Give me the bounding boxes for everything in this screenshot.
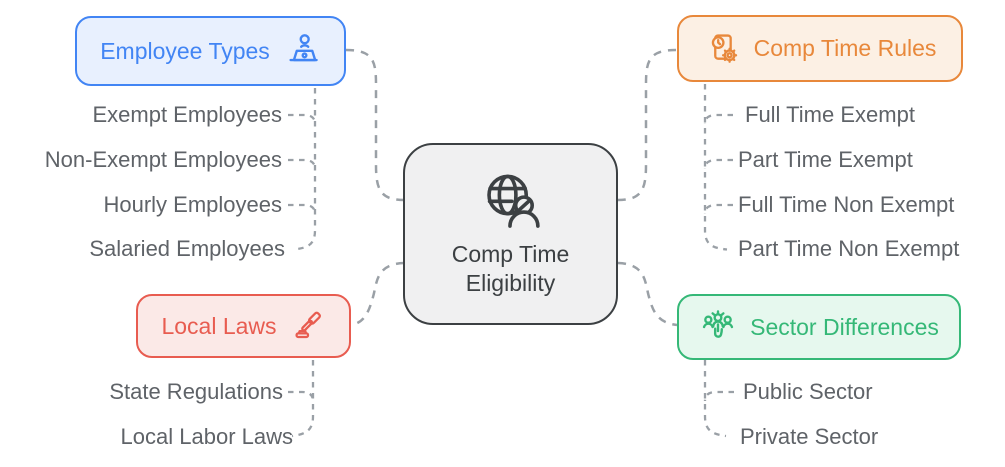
- gavel-icon: [290, 308, 326, 344]
- child-label-local-labor-laws[interactable]: Local Labor Laws: [120, 424, 293, 449]
- connector-comp-time-rules-children: [703, 84, 728, 251]
- stub-state-regulations: [288, 390, 315, 402]
- connector-center-sector-differences: [617, 261, 678, 327]
- connector-local-laws-children: [291, 360, 315, 438]
- branch-node-sector-differences[interactable]: Sector Differences: [677, 294, 961, 360]
- branch-label-comp-time-rules: Comp Time Rules: [753, 35, 937, 61]
- child-label-part-time-non-exempt[interactable]: Part Time Non Exempt: [738, 236, 960, 261]
- child-label-private-sector[interactable]: Private Sector: [740, 424, 879, 449]
- connector-employee-types-children: [292, 88, 317, 251]
- stub-part-time-exempt: [703, 158, 733, 170]
- branch-label-sector-differences: Sector Differences: [750, 313, 939, 340]
- stub-exempt-employees: [288, 113, 317, 125]
- connector-center-local-laws: [350, 261, 405, 327]
- child-label-part-time-exempt[interactable]: Part Time Exempt: [738, 147, 913, 172]
- globe-user-icon: [480, 170, 542, 232]
- team-icon: [699, 308, 737, 346]
- child-label-exempt-employees[interactable]: Exempt Employees: [92, 102, 282, 127]
- child-label-non-exempt-employees[interactable]: Non-Exempt Employees: [44, 147, 282, 172]
- center-node-comp-time-eligibility[interactable]: Comp Time Eligibility: [403, 143, 618, 325]
- branch-label-local-laws: Local Laws: [161, 312, 277, 339]
- stub-full-time-non-exempt: [703, 203, 733, 215]
- child-label-full-time-non-exempt[interactable]: Full Time Non Exempt: [738, 192, 955, 217]
- stub-non-exempt-employees: [288, 158, 317, 170]
- center-node-label: Comp Time Eligibility: [451, 241, 570, 296]
- connector-center-employee-types: [345, 48, 405, 202]
- stub-public-sector: [703, 390, 734, 402]
- child-label-hourly-employees[interactable]: Hourly Employees: [103, 192, 282, 217]
- stub-hourly-employees: [288, 203, 317, 215]
- branch-label-employee-types: Employee Types: [100, 37, 270, 64]
- child-label-public-sector[interactable]: Public Sector: [743, 379, 873, 404]
- connector-sector-differences-children: [703, 360, 727, 438]
- branch-node-local-laws[interactable]: Local Laws: [136, 294, 351, 358]
- connector-center-comp-time-rules: [617, 48, 677, 202]
- stub-full-time-exempt: [703, 113, 733, 125]
- worker-desk-icon: [283, 32, 321, 70]
- branch-node-employee-types[interactable]: Employee Types: [75, 16, 346, 86]
- child-label-salaried-employees[interactable]: Salaried Employees: [89, 236, 285, 261]
- document-clock-gear-icon: [704, 30, 741, 67]
- child-label-state-regulations[interactable]: State Regulations: [109, 379, 283, 404]
- child-label-full-time-exempt[interactable]: Full Time Exempt: [745, 102, 915, 127]
- branch-node-comp-time-rules[interactable]: Comp Time Rules: [677, 15, 963, 82]
